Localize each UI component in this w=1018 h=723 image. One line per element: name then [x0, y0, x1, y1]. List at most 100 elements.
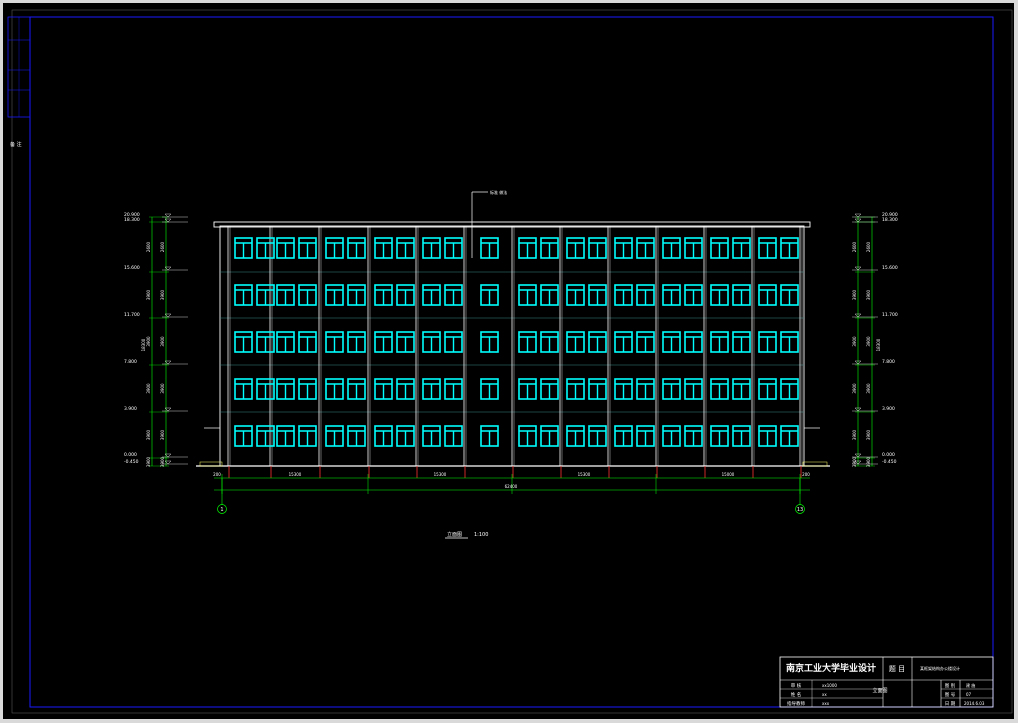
window — [444, 237, 463, 259]
window — [662, 378, 681, 400]
level-text-left: 3.900 — [124, 406, 137, 412]
window — [540, 425, 559, 447]
window — [566, 331, 585, 353]
window — [684, 331, 703, 353]
level-triangle-left — [164, 360, 172, 365]
title-project: 某框架结构办公楼设计 — [920, 665, 960, 671]
dim-floor-text: 2600 — [146, 241, 151, 252]
window — [636, 237, 655, 259]
level-text-left: 18.300 — [124, 217, 140, 223]
window — [374, 378, 393, 400]
window — [710, 237, 729, 259]
right-value-3: 2014.6.03 — [964, 701, 985, 706]
level-text-left: 7.800 — [124, 359, 137, 365]
window — [518, 284, 537, 306]
window — [325, 378, 344, 400]
window — [662, 331, 681, 353]
entrance-steps-right — [802, 461, 828, 467]
window — [540, 237, 559, 259]
row-value-3: xxx — [822, 701, 830, 706]
window — [347, 378, 366, 400]
window — [276, 237, 295, 259]
level-triangle-left — [164, 213, 172, 218]
level-triangle-left — [164, 313, 172, 318]
window — [684, 237, 703, 259]
window — [518, 331, 537, 353]
dim-floor-text: 3900 — [146, 456, 151, 467]
level-triangle-right — [854, 213, 862, 218]
dim-floor-text: 3900 — [160, 336, 165, 347]
level-triangle-right — [854, 407, 862, 412]
window — [480, 284, 499, 306]
level-triangle-right — [854, 266, 862, 271]
window — [444, 425, 463, 447]
window — [276, 284, 295, 306]
window — [732, 237, 751, 259]
window — [396, 378, 415, 400]
window — [347, 425, 366, 447]
window — [758, 331, 777, 353]
window — [396, 237, 415, 259]
axis-label-start: 1 — [220, 507, 223, 513]
dim-segment-text: 15300 — [578, 472, 591, 477]
window-frame-top — [0, 0, 1018, 3]
window — [234, 284, 253, 306]
window — [347, 284, 366, 306]
window — [422, 284, 441, 306]
window — [636, 284, 655, 306]
entrance-steps-left — [199, 461, 223, 467]
window — [614, 425, 633, 447]
window — [710, 284, 729, 306]
window — [614, 378, 633, 400]
axis-bubble-start — [217, 504, 227, 514]
window — [347, 237, 366, 259]
dim-floor-text: 3900 — [866, 383, 871, 394]
window — [480, 425, 499, 447]
window — [780, 378, 799, 400]
window — [480, 237, 499, 259]
window — [662, 237, 681, 259]
window — [732, 331, 751, 353]
level-text-right: 11.700 — [882, 312, 898, 318]
window — [614, 237, 633, 259]
title-drawing-name: 立面图 — [872, 687, 887, 694]
window — [234, 331, 253, 353]
level-text-right: 15.600 — [882, 265, 898, 271]
window — [614, 284, 633, 306]
window — [422, 378, 441, 400]
window — [566, 378, 585, 400]
window — [566, 425, 585, 447]
window — [444, 284, 463, 306]
view-scale: 1:100 — [474, 532, 488, 538]
building-elevation — [196, 221, 830, 478]
title-school: 南京工业大学毕业设计 — [786, 662, 876, 674]
window — [540, 378, 559, 400]
window — [732, 284, 751, 306]
title-section: 题 目 — [889, 665, 905, 673]
window — [396, 425, 415, 447]
dim-floor-text: 3900 — [852, 383, 857, 394]
window — [710, 378, 729, 400]
window — [444, 378, 463, 400]
window — [256, 237, 275, 259]
window — [234, 237, 253, 259]
window — [780, 284, 799, 306]
window — [540, 331, 559, 353]
window — [347, 331, 366, 353]
level-markers: 20.90018.30015.60011.7007.8003.9000.000-… — [124, 212, 898, 465]
window — [758, 425, 777, 447]
window — [780, 331, 799, 353]
dim-floor-text: 3900 — [146, 383, 151, 394]
window — [758, 378, 777, 400]
axis-markers: 1 13 — [217, 478, 805, 514]
sheet-outer-border — [11, 9, 1013, 714]
right-value-1: 建 施 — [966, 682, 975, 688]
window — [374, 284, 393, 306]
row-value-2: xx — [822, 692, 827, 697]
window — [422, 331, 441, 353]
dim-segment-text: 15000 — [722, 472, 735, 477]
right-value-2: 07 — [966, 692, 972, 697]
dim-right-total: 18300 — [876, 338, 881, 351]
